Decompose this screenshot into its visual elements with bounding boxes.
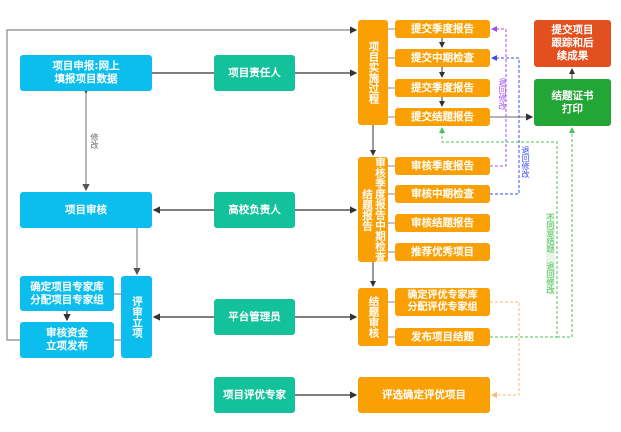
disagree-return-label: 不同意结题 退回修改 bbox=[546, 213, 555, 294]
approve-box: 评审立项 bbox=[121, 276, 152, 358]
orange-expert-line bbox=[490, 301, 520, 398]
submit-quarterly-1: 提交季度报告 bbox=[395, 20, 490, 38]
green-return-line bbox=[439, 127, 558, 338]
track-results-box: 提交项目 跟踪和后 续成果 bbox=[534, 20, 611, 67]
fund-box: 审核资金 立项发布 bbox=[20, 322, 114, 358]
recommend-excellent: 推荐优秀项目 bbox=[395, 243, 490, 261]
publish-completion: 发布项目结题 bbox=[395, 328, 490, 346]
role-project-leader: 项目责任人 bbox=[214, 55, 295, 91]
excellent-expert-lib: 确定评优专家库 分配评优专家组 bbox=[395, 288, 490, 316]
role-university-leader: 高校负责人 bbox=[214, 192, 295, 228]
implementation-box: 项目实施过程 bbox=[358, 20, 388, 125]
modify-label: 修改 bbox=[90, 133, 99, 149]
audit-final: 审核结题报告 bbox=[395, 214, 490, 232]
audit-midterm: 审核中期检查 bbox=[395, 185, 490, 203]
audit-box: 审核季度报告中期检查结题报告 bbox=[358, 157, 388, 262]
submit-final: 提交结题报告 bbox=[395, 108, 490, 126]
blue-return-line bbox=[490, 55, 520, 195]
submit-midterm: 提交中期检查 bbox=[395, 49, 490, 67]
select-excellent-box: 评选确定评优项目 bbox=[358, 377, 490, 413]
declare-box: 项目申报:网上 填报项目数据 bbox=[20, 55, 152, 91]
certificate-print-box: 结题证书 打印 bbox=[534, 79, 611, 126]
audit-quarterly: 审核季度报告 bbox=[395, 157, 490, 175]
role-platform-admin: 平台管理员 bbox=[214, 299, 295, 335]
expert-lib-box: 确定项目专家库 分配项目专家组 bbox=[20, 276, 114, 311]
loop-line bbox=[6, 26, 358, 341]
final-review-box: 结题审核 bbox=[358, 288, 388, 346]
role-evaluation-expert: 项目评优专家 bbox=[214, 377, 295, 413]
purple-return-label: 退回修改 bbox=[498, 78, 507, 110]
submit-quarterly-2: 提交季度报告 bbox=[395, 79, 490, 97]
purple-return-line bbox=[490, 26, 507, 167]
review-box: 项目审核 bbox=[20, 192, 152, 228]
blue-return-label: 退回修改 bbox=[521, 146, 530, 178]
green-cert-line bbox=[557, 127, 575, 338]
